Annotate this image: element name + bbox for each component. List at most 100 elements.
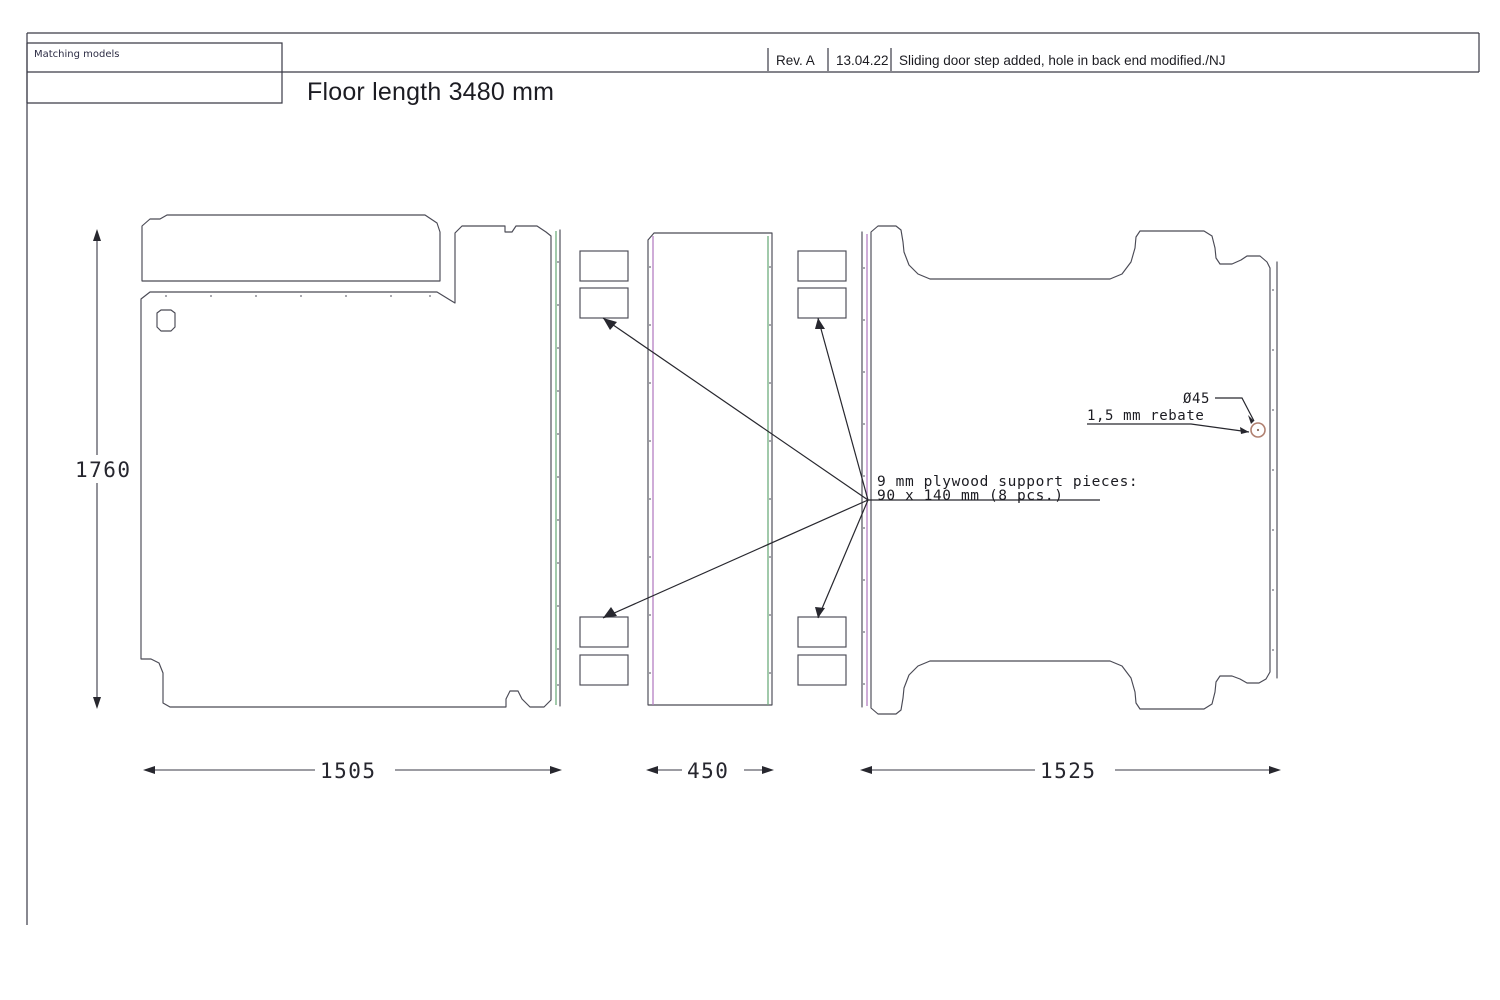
rivet-dot	[557, 347, 559, 349]
middle-floor-panel	[647, 232, 773, 706]
rivet-dot	[863, 423, 865, 425]
rivet-dot	[1272, 529, 1274, 531]
right-panel-dimension-label: 1525	[1040, 759, 1097, 783]
matching-models-label: Matching models	[34, 49, 120, 60]
support-leader-arrow-1	[603, 318, 617, 330]
left-floor-panel	[140, 214, 561, 708]
rivet-dot	[649, 324, 651, 326]
rivet-dot	[649, 614, 651, 616]
diameter-leader-arrow	[1248, 415, 1254, 424]
left-panel-square-cutout	[156, 309, 176, 332]
rebate-hole-center	[1256, 428, 1260, 432]
right-panel-outline	[870, 225, 1271, 715]
rivet-dot	[769, 382, 771, 384]
support-pieces-left-group	[579, 250, 629, 686]
rebate-hole-group	[1250, 422, 1266, 438]
page-title: Floor length 3480 mm	[307, 78, 554, 106]
rivet-dot	[649, 266, 651, 268]
rivet-dot	[557, 476, 559, 478]
rivet-dot	[557, 304, 559, 306]
right-dim-text-mask	[1035, 755, 1115, 785]
hole-annotation-group: Ø45 1,5 mm rebate	[1087, 391, 1255, 434]
right-floor-panel	[861, 225, 1278, 715]
rivet-dot	[557, 684, 559, 686]
height-dim-arrow-top	[93, 229, 101, 241]
rivet-dot	[300, 295, 302, 297]
support-note-group: 9 mm plywood support pieces: 90 x 140 mm…	[602, 317, 1138, 619]
dimension-height-1760: 1760	[72, 229, 132, 709]
dimension-right-1525: 1525	[860, 755, 1281, 785]
rivet-dot	[863, 371, 865, 373]
support-note-line2: 90 x 140 mm (8 pcs.)	[877, 488, 1064, 504]
revision-date: 13.04.22	[836, 53, 889, 68]
sheet-frame	[26, 32, 1480, 925]
diameter-leader-line	[1215, 397, 1255, 422]
rivet-dot	[557, 605, 559, 607]
rivet-dot	[649, 440, 651, 442]
rivet-dot	[769, 498, 771, 500]
height-dimension-label: 1760	[75, 458, 132, 482]
support-piece	[797, 616, 847, 648]
support-piece	[579, 654, 629, 686]
left-panel-dimension-label: 1505	[320, 759, 377, 783]
support-piece	[797, 654, 847, 686]
rivet-dot	[863, 527, 865, 529]
rivet-dot	[165, 295, 167, 297]
rivet-dot	[429, 295, 431, 297]
rebate-hole-circle	[1250, 422, 1266, 438]
middle-panel-outline	[647, 232, 773, 706]
rivet-dot	[769, 614, 771, 616]
matching-models-box: Matching models	[26, 42, 283, 104]
middle-dim-text-mask	[682, 755, 744, 785]
rivet-dot	[649, 556, 651, 558]
rivet-dot	[557, 519, 559, 521]
rivet-dot	[769, 556, 771, 558]
left-panel-outline	[140, 225, 552, 708]
support-piece	[579, 250, 629, 282]
support-piece	[579, 287, 629, 319]
rivet-dot	[769, 672, 771, 674]
support-piece	[579, 616, 629, 648]
rivet-dot	[557, 390, 559, 392]
rivet-dot	[863, 475, 865, 477]
middle-panel-dimension-label: 450	[687, 759, 729, 783]
middle-dim-arrow-start	[646, 766, 658, 774]
rivet-dot	[557, 433, 559, 435]
support-leader-4	[817, 499, 869, 619]
rivet-dot	[557, 261, 559, 263]
rebate-leader-line	[1087, 423, 1250, 433]
support-leader-3	[817, 317, 869, 501]
rivet-dot	[1272, 469, 1274, 471]
rivet-dot	[769, 440, 771, 442]
right-dim-arrow-end	[1269, 766, 1281, 774]
rivet-dot	[863, 267, 865, 269]
rebate-leader-arrow	[1240, 427, 1249, 434]
rivet-dot	[345, 295, 347, 297]
revision-block: Rev. A 13.04.22 Sliding door step added,…	[767, 48, 1225, 71]
right-dim-arrow-start	[860, 766, 872, 774]
support-leader-arrow-4	[815, 607, 825, 618]
support-leader-2	[602, 499, 869, 619]
left-dim-arrow-end	[550, 766, 562, 774]
rivet-dot	[769, 324, 771, 326]
rivet-dot	[390, 295, 392, 297]
dimension-left-1505: 1505	[143, 755, 562, 785]
support-piece	[797, 287, 847, 319]
rivet-dot	[863, 319, 865, 321]
revision-label: Rev. A	[776, 53, 815, 68]
left-dim-arrow-start	[143, 766, 155, 774]
rivet-dot	[557, 648, 559, 650]
rivet-dot	[255, 295, 257, 297]
revision-description: Sliding door step added, hole in back en…	[899, 53, 1225, 68]
rivet-dot	[1272, 349, 1274, 351]
support-piece	[797, 250, 847, 282]
sliding-door-step-strip	[141, 214, 441, 282]
rivet-dot	[769, 266, 771, 268]
dimension-middle-450: 450	[646, 755, 774, 785]
rivet-dot	[649, 498, 651, 500]
support-pieces-right-group	[797, 250, 847, 686]
rivet-dot	[649, 672, 651, 674]
hole-diameter-label: Ø45	[1183, 391, 1210, 407]
